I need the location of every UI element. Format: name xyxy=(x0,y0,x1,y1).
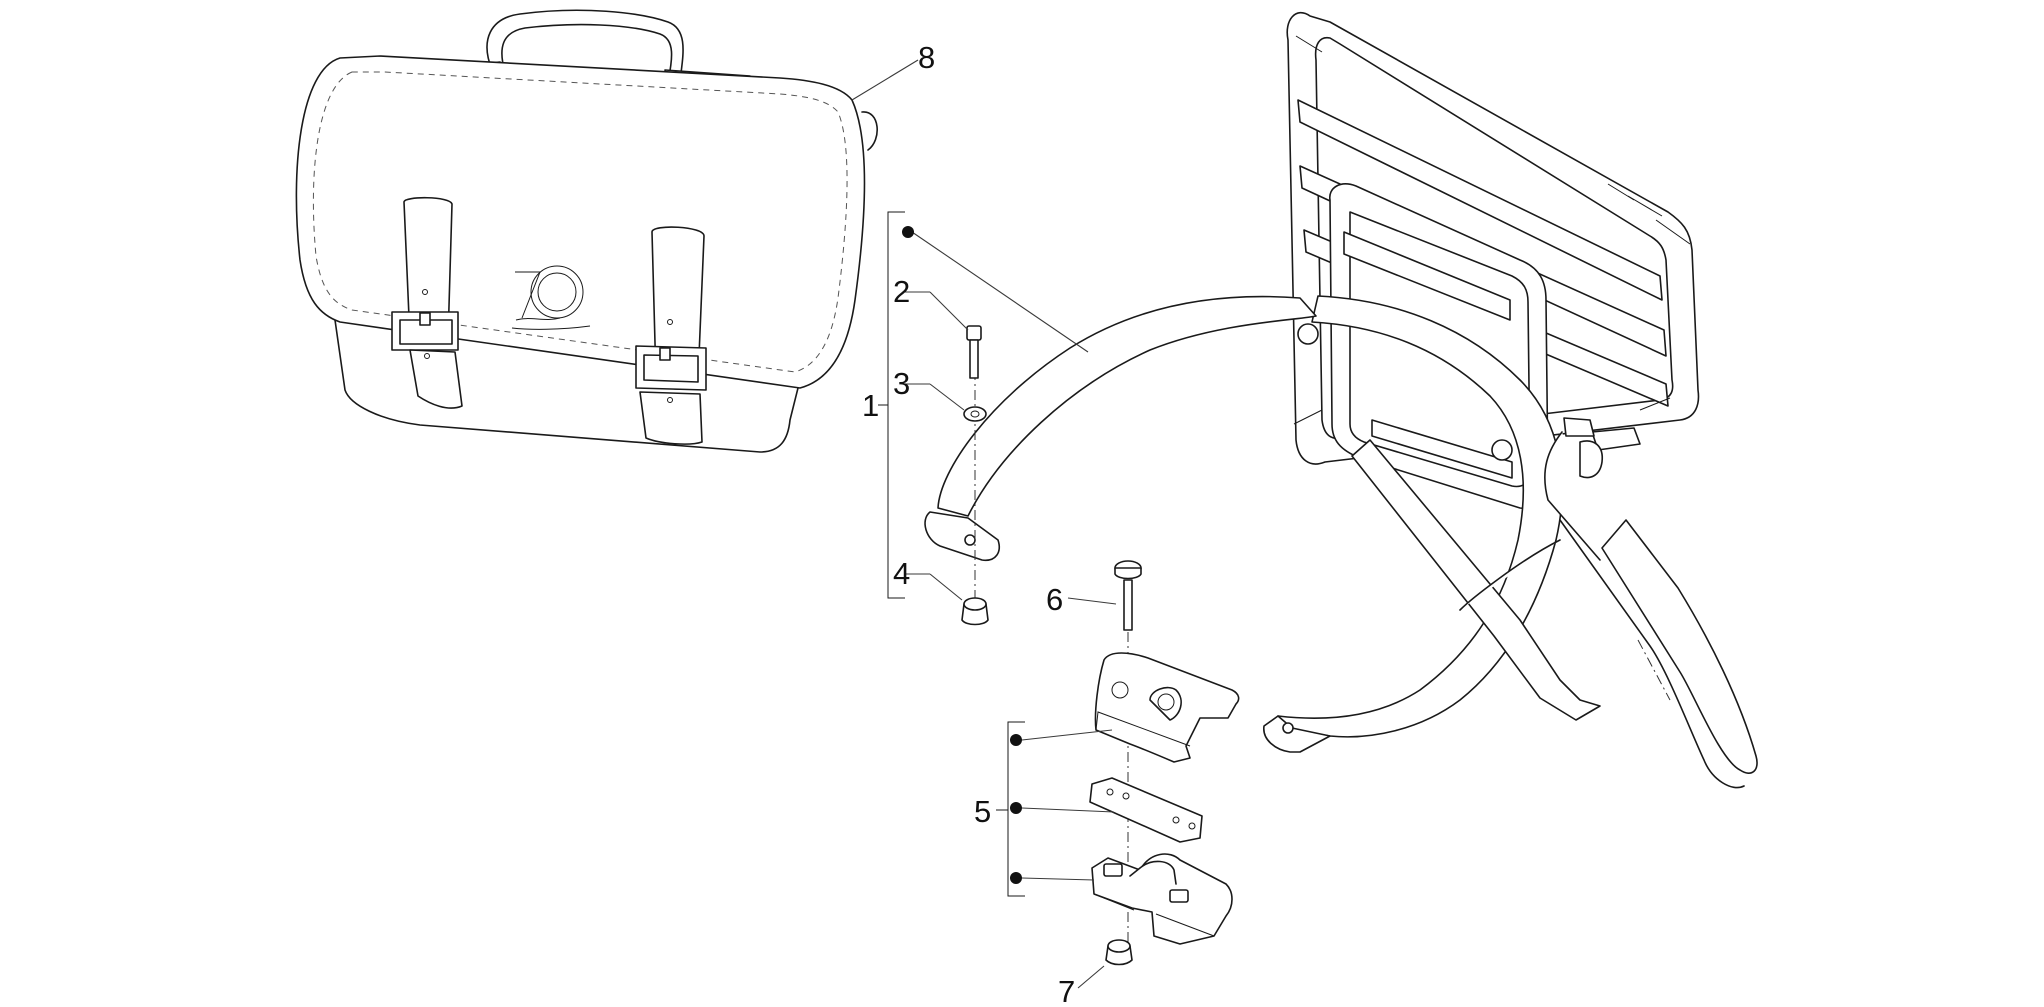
group-5-bullet-lower xyxy=(1010,872,1022,884)
callout-7: 7 xyxy=(1058,974,1075,1007)
callout-4: 4 xyxy=(893,556,910,591)
group-5-bullet-middle xyxy=(1010,802,1022,814)
rear-luggage-rack xyxy=(1263,11,1758,789)
bolt-part-2 xyxy=(966,325,982,379)
clamp-plate-part-5 xyxy=(1089,777,1203,843)
nut-part-7 xyxy=(1105,939,1133,966)
callout-8: 8 xyxy=(918,40,935,75)
callout-5: 5 xyxy=(974,794,991,829)
nut-part-4 xyxy=(961,597,989,626)
callout-1: 1 xyxy=(862,388,879,423)
grab-bar xyxy=(924,295,1317,618)
clamp-lower-part-5 xyxy=(1091,853,1233,945)
leader-lines xyxy=(851,59,1117,989)
clamp-upper-part-5 xyxy=(1094,652,1240,763)
callout-3: 3 xyxy=(893,366,910,401)
callout-6: 6 xyxy=(1046,582,1063,617)
group-5-bullet-upper xyxy=(1010,734,1022,746)
brand-emblem-icon xyxy=(511,265,591,330)
saddle-bag xyxy=(295,9,878,453)
group-1-bullet xyxy=(902,226,914,238)
group-bracket-1 xyxy=(878,211,905,599)
group-bracket-5 xyxy=(996,721,1025,897)
callout-2: 2 xyxy=(893,274,910,309)
washer-part-3 xyxy=(963,406,987,422)
